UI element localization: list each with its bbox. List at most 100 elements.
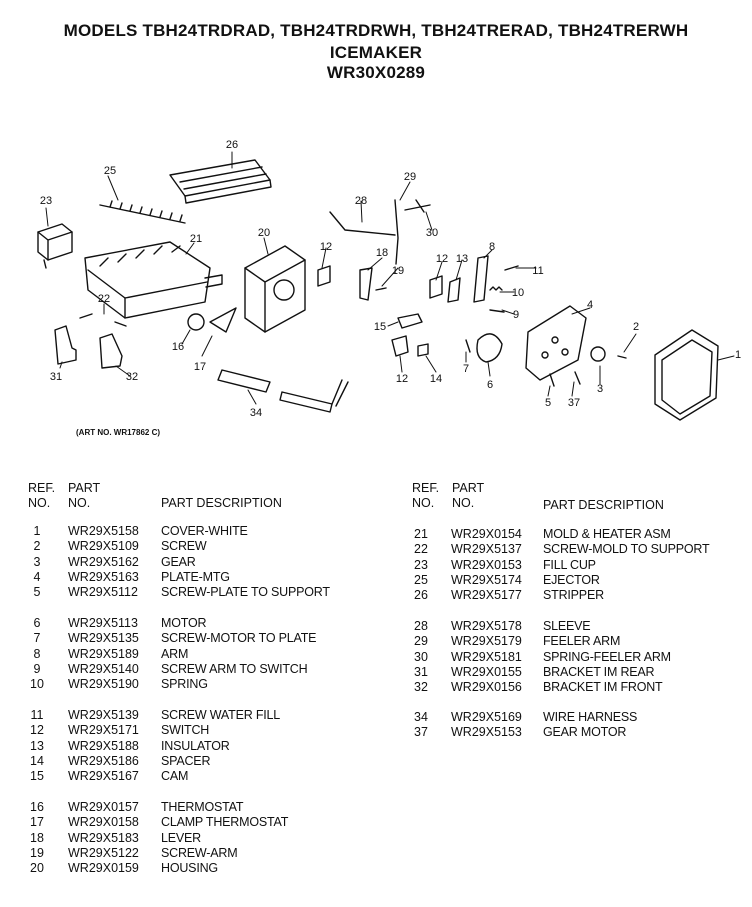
callout-8: 8 <box>489 241 495 253</box>
callout-12: 12 <box>320 241 332 253</box>
ref-no: 13 <box>30 738 44 753</box>
ref-no: 14 <box>30 753 44 768</box>
left-header-desc: PART DESCRIPTION <box>161 496 282 510</box>
ref-no: 30 <box>414 649 428 664</box>
part-no: WR29X0155 <box>451 664 522 679</box>
part-description: INSULATOR <box>161 738 230 753</box>
ref-no: 7 <box>33 631 41 646</box>
part-no: WR29X5113 <box>68 616 138 630</box>
callout-13: 13 <box>456 253 468 265</box>
ref-no: 16 <box>30 800 44 814</box>
ref-no: 18 <box>30 830 44 845</box>
art-number: (ART NO. WR17862 C) <box>76 428 161 437</box>
part-description: SWITCH <box>161 723 210 738</box>
stripper-drawing <box>169 159 272 204</box>
part-no: WR29X0156 <box>451 680 522 695</box>
ref-no: 17 <box>30 815 44 830</box>
ref-no: 12 <box>30 723 44 738</box>
callout-12: 12 <box>436 253 448 265</box>
screws-mold-drawing <box>79 313 127 327</box>
arm-drawing <box>473 255 489 303</box>
part-description: STRIPPER <box>543 588 604 603</box>
part-description: GEAR MOTOR <box>543 725 627 740</box>
part-no: WR29X5178 <box>451 619 522 633</box>
models-title: MODELS TBH24TRDRAD, TBH24TRDRWH, TBH24TR… <box>63 21 689 40</box>
part-description: FILL CUP <box>543 557 596 572</box>
part-description: SCREW-ARM <box>161 845 238 860</box>
part-no: WR29X0159 <box>68 861 139 876</box>
part-no: WR29X5139 <box>68 708 139 722</box>
part-no: WR29X5177 <box>451 588 522 603</box>
part-no: WR29X5122 <box>68 845 139 860</box>
lever-drawing <box>359 267 373 301</box>
switch-3-drawing <box>391 335 409 357</box>
part-description: ARM <box>161 646 189 661</box>
callout-16: 16 <box>172 341 184 353</box>
spring-drawing <box>489 286 503 291</box>
part-no: WR29X0154 <box>451 527 522 541</box>
ref-no: 25 <box>414 572 428 587</box>
callout-21: 21 <box>190 233 202 245</box>
right-header-ref: REF.NO. <box>412 481 440 510</box>
part-no: WR29X5112 <box>68 585 138 600</box>
ref-no: 4 <box>33 569 41 584</box>
screw-2-drawing <box>617 355 627 359</box>
ref-no: 3 <box>33 554 41 569</box>
ref-no: 34 <box>414 710 428 724</box>
callout-3: 3 <box>597 383 603 395</box>
callout-9: 9 <box>513 309 519 321</box>
part-description: SLEEVE <box>543 619 591 633</box>
part-description: CLAMP THERMOSTAT <box>161 815 289 830</box>
part-description: BRACKET IM FRONT <box>543 680 663 695</box>
switch-drawing <box>317 265 331 287</box>
callout-31: 31 <box>50 371 62 383</box>
part-no: WR29X5169 <box>451 710 522 724</box>
callout-37: 37 <box>568 397 580 409</box>
part-description: FEELER ARM <box>543 634 621 649</box>
part-no: WR29X0158 <box>68 815 139 830</box>
callout-15: 15 <box>374 321 386 333</box>
screw-motor-drawing <box>465 339 471 353</box>
part-description: SCREW-MOTOR TO PLATE <box>161 631 317 646</box>
feeler-arm-drawing <box>329 199 431 265</box>
callout-29: 29 <box>404 171 416 183</box>
part-description: WIRE HARNESS <box>543 710 638 724</box>
ref-no: 26 <box>414 588 428 603</box>
callout-23: 23 <box>40 195 52 207</box>
insulator-drawing <box>447 277 461 303</box>
callout-4: 4 <box>587 299 593 311</box>
screw-arm-switch-drawing <box>489 309 505 313</box>
part-no: WR29X5171 <box>68 723 139 738</box>
callout-14: 14 <box>430 373 442 385</box>
left-header-ref: REF.NO. <box>28 481 56 510</box>
callout-20: 20 <box>258 227 270 239</box>
part-no: WR29X5183 <box>68 830 139 845</box>
part-description: SPRING <box>161 677 208 692</box>
part-no: WR29X5189 <box>68 646 139 661</box>
ref-no: 11 <box>30 708 44 722</box>
part-description: COVER-WHITE <box>161 524 248 538</box>
part-no: WR29X5163 <box>68 569 139 584</box>
right-header-desc: PART DESCRIPTION <box>543 498 664 512</box>
ref-no: 20 <box>30 861 44 876</box>
part-description: SCREW WATER FILL <box>161 708 281 722</box>
part-description: EJECTOR <box>543 572 600 587</box>
part-description: MOTOR <box>161 616 207 630</box>
part-description: SPACER <box>161 753 211 768</box>
callout-18: 18 <box>376 247 388 259</box>
callout-1: 1 <box>735 349 741 361</box>
part-no: WR29X5186 <box>68 753 139 768</box>
part-description: SPRING-FEELER ARM <box>543 649 671 664</box>
callout-19: 19 <box>392 265 404 277</box>
part-no: WR29X5135 <box>68 631 139 646</box>
ref-no: 21 <box>414 527 428 541</box>
ejector-drawing <box>99 200 186 224</box>
ref-no: 9 <box>33 661 41 676</box>
fill-cup-drawing <box>37 223 73 269</box>
screw-arm-drawing <box>375 287 387 291</box>
ref-no: 22 <box>414 542 428 557</box>
ref-no: 29 <box>414 634 428 649</box>
spacer-drawing <box>417 343 429 357</box>
